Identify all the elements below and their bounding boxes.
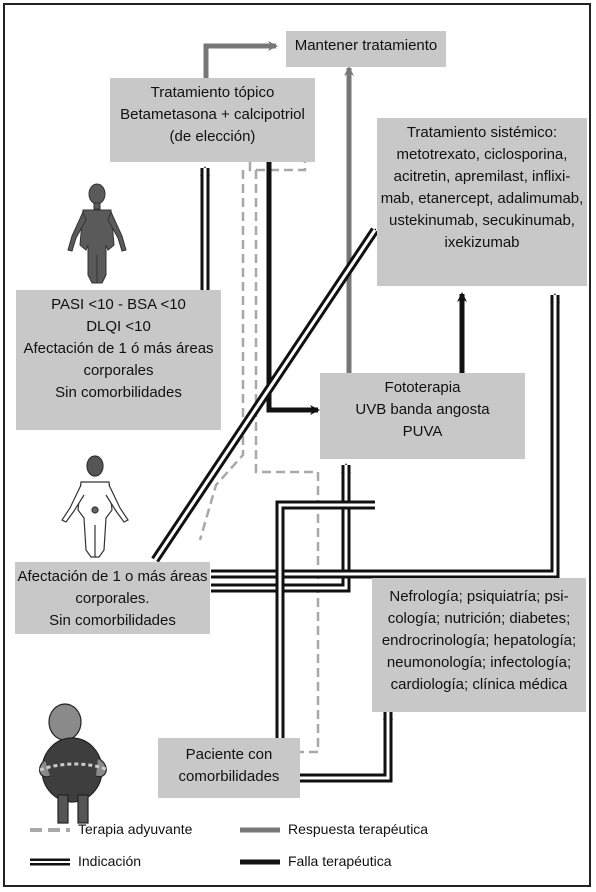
box-tratamiento-sistemico: Tratamiento sistémico: metotrexato, cicl…: [377, 118, 587, 286]
box-sistemico-line: acitretin, apremilast, inflixi-: [393, 168, 571, 185]
indication-paths: [151, 166, 560, 783]
adjuvant-path-topico-paciente: [254, 170, 320, 754]
failure-paths: [266, 162, 467, 415]
box-topico-line: Betametasona + calcipotriol: [120, 106, 305, 123]
adjuvant-path-afectacion: [198, 170, 245, 541]
legend-label-indicacion: Indicación: [78, 853, 142, 869]
box-paciente-comorbilidades: Paciente con comorbilidades: [158, 738, 300, 798]
legend-label-respuesta: Respuesta terapéutica: [288, 821, 429, 837]
box-especialidades-line: endrocrinología; hepatología;: [381, 632, 577, 649]
box-sistemico-line: mab, etanercept, adalimumab,: [380, 190, 584, 207]
box-fototerapia-line: Fototerapia: [384, 379, 461, 396]
adjuvant-paths: [198, 147, 320, 754]
box-pasi-line: corporales: [83, 362, 154, 379]
response-path-topico: [203, 41, 278, 78]
box-mantener-tratamiento: Mantener tratamiento: [286, 31, 446, 67]
box-topico-line: Tratamiento tópico: [150, 84, 275, 101]
box-fototerapia: Fototerapia UVB banda angosta PUVA: [320, 373, 525, 459]
box-paciente-line: comorbilidades: [178, 768, 280, 785]
box-topico-line: (de elección): [169, 128, 256, 145]
box-sistemico-line: ustekinumab, secukinumab,: [389, 212, 575, 229]
box-pasi-line: PASI <10 - BSA <10: [51, 296, 186, 313]
box-sistemico-line: Tratamiento sistémico:: [406, 124, 558, 141]
box-tratamiento-topico: Tratamiento tópico Betametasona + calcip…: [110, 78, 315, 162]
indication-path-paciente-sistemico: [275, 500, 375, 745]
box-sistemico-line: ixekizumab: [444, 234, 520, 251]
failure-path-topico-fototerapia: [266, 162, 320, 415]
legend-label-adyuvante: Terapia adyuvante: [78, 821, 193, 837]
body-front-icon: [67, 183, 127, 284]
box-pasi-criterios: PASI <10 - BSA <10 DLQI <10 Afectación d…: [16, 290, 221, 430]
indication-path-paciente-especialidades: [300, 710, 393, 783]
box-especialidades-line: Nefrología; psiquiatría; psi-: [389, 588, 569, 605]
box-pasi-line: Sin comorbilidades: [55, 384, 182, 401]
box-paciente-line: Paciente con: [185, 746, 273, 763]
box-pasi-line: DLQI <10: [86, 318, 151, 335]
box-especialidades-line: neumonología; infectología;: [386, 654, 572, 671]
box-mantener-line: Mantener tratamiento: [294, 37, 438, 54]
diagram-frame: [3, 3, 591, 887]
box-fototerapia-line: PUVA: [402, 423, 443, 440]
body-outline-icon: [61, 455, 129, 558]
box-especialidades-line: cología; nutrición; diabetes;: [387, 610, 571, 627]
box-especialidades: Nefrología; psiquiatría; psi- cología; n…: [372, 578, 586, 712]
box-afectacion-line: Sin comorbilidades: [49, 612, 176, 629]
box-sistemico-line: metotrexato, ciclosporina,: [396, 146, 568, 163]
box-afectacion: Afectación de 1 o más áreas corporales. …: [15, 562, 210, 634]
legend-label-falla: Falla terapéutica: [288, 853, 392, 869]
legend-lines: [30, 827, 280, 866]
box-afectacion-line: corporales.: [75, 590, 150, 607]
overweight-patient-icon: [38, 703, 109, 824]
response-paths: [203, 41, 354, 373]
box-pasi-line: Afectación de 1 ó más áreas: [23, 340, 214, 357]
box-afectacion-line: Afectación de 1 o más áreas: [17, 568, 208, 585]
box-especialidades-line: cardiología; clínica médica: [390, 676, 568, 693]
box-fototerapia-line: UVB banda angosta: [355, 401, 490, 418]
